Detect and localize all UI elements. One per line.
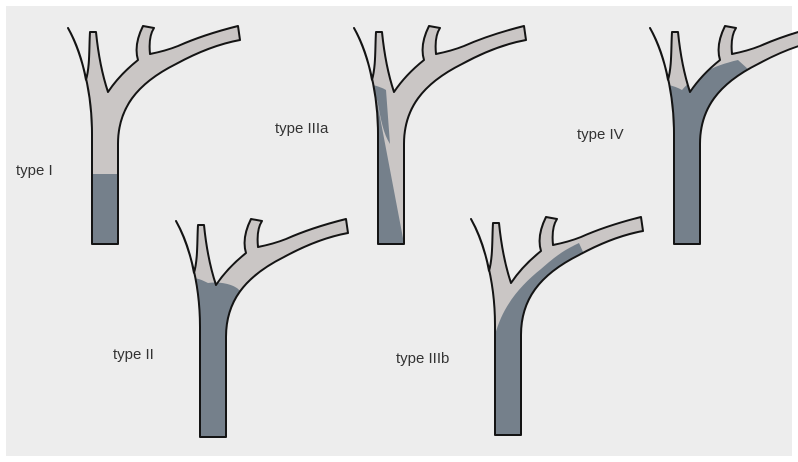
label-type-ii: type II	[113, 346, 154, 363]
label-type-iiib: type IIIb	[396, 350, 450, 367]
label-type-i: type I	[16, 162, 53, 179]
label-type-iv: type IV	[577, 126, 624, 143]
label-type-iiia: type IIIa	[275, 120, 329, 137]
